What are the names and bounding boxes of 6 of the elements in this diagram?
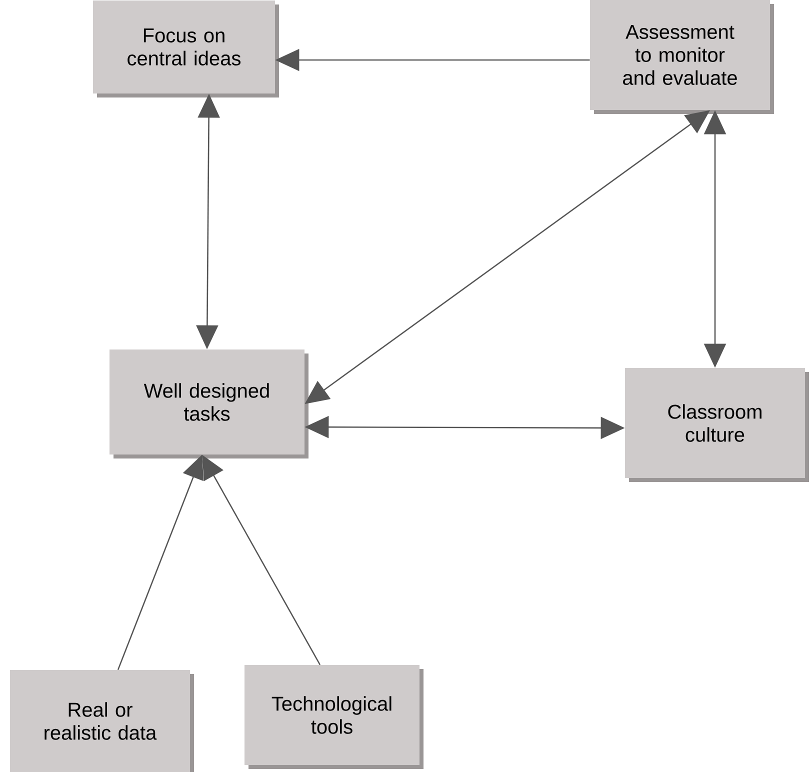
process-box: Assessment to monitor and evaluate — [590, 0, 774, 114]
process-box: Real or realistic data — [10, 670, 194, 772]
process-box: Well designed tasks — [110, 350, 308, 458]
process-box: Focus on central ideas — [93, 0, 279, 98]
process-box: Classroom culture — [625, 368, 809, 482]
process-box: Technological tools — [244, 665, 424, 769]
